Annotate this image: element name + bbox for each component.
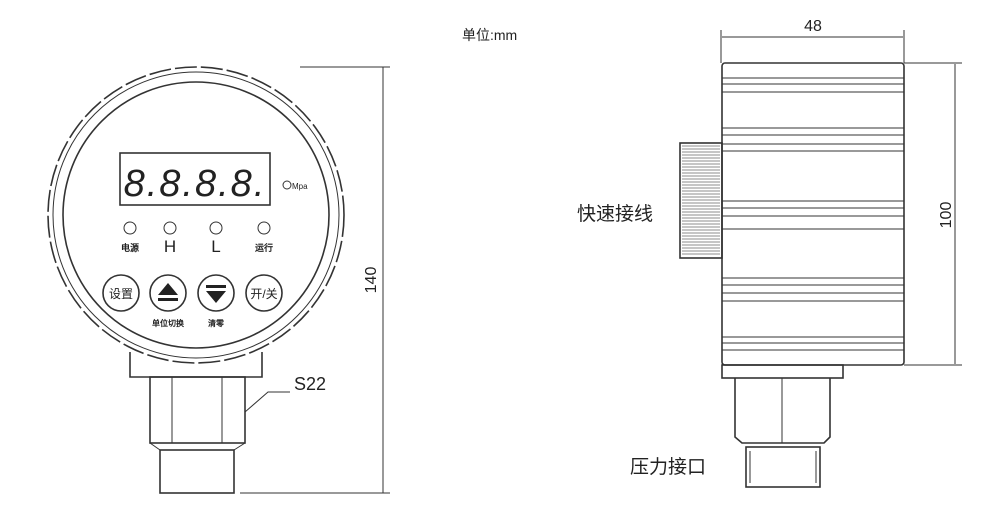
led-h-icon [163,221,177,235]
power-button[interactable]: 开/关 [245,274,283,312]
s22-leader-line [244,391,290,413]
base-step [721,364,844,379]
body-ribs [722,77,904,351]
up-button[interactable]: 单位切换 [149,274,187,328]
led-label-power: 电源 [121,242,139,253]
pressure-port-thread [745,446,821,488]
hex-label: S22 [294,374,326,394]
hex-body [734,378,831,444]
led-label-h: H [164,237,176,256]
set-button[interactable]: 设置 [102,274,140,312]
down-button[interactable]: 清零 [197,274,235,328]
led-label-l: L [211,237,220,256]
mpa-led-icon [282,180,292,190]
power-button-label: 开/关 [250,287,277,301]
front-view: 8.8.8.8. Mpa 电源 H L 运行 设置 单位切换 [47,66,390,494]
down-button-caption: 清零 [208,318,225,328]
bezel-inner-ring [52,71,340,359]
height-dimension-100: 100 [938,202,955,229]
up-button-caption: 单位切换 [152,318,185,328]
hex-nut [149,376,246,444]
lcd-display [119,152,271,206]
height-dimension-140: 140 [363,267,380,294]
pressure-port-label: 压力接口 [630,456,706,478]
body [721,62,905,366]
led-power-icon [123,221,137,235]
status-leds: 电源 H L 运行 [121,221,273,256]
width-dimension-48: 48 [804,18,822,35]
unit-indicator: Mpa [292,182,308,191]
down-arrow-icon [206,291,226,303]
led-l-icon [209,221,223,235]
up-arrow-icon [158,283,178,295]
led-label-run: 运行 [255,242,273,253]
quick-connector [679,142,723,259]
thread-fitting [159,449,235,494]
unit-label: 单位:mm [462,27,517,43]
face-circle [62,81,330,349]
buttons: 设置 单位切换 清零 开/关 [102,274,283,328]
side-view: 48 快速接线 100 压力接口 [577,18,962,488]
connector-label: 快速接线 [577,203,653,225]
connector-knurling [682,145,720,255]
set-button-label: 设置 [109,287,133,301]
display-digits: 8.8.8.8. [124,163,267,205]
outer-bezel [47,66,345,364]
led-run-icon [257,221,271,235]
